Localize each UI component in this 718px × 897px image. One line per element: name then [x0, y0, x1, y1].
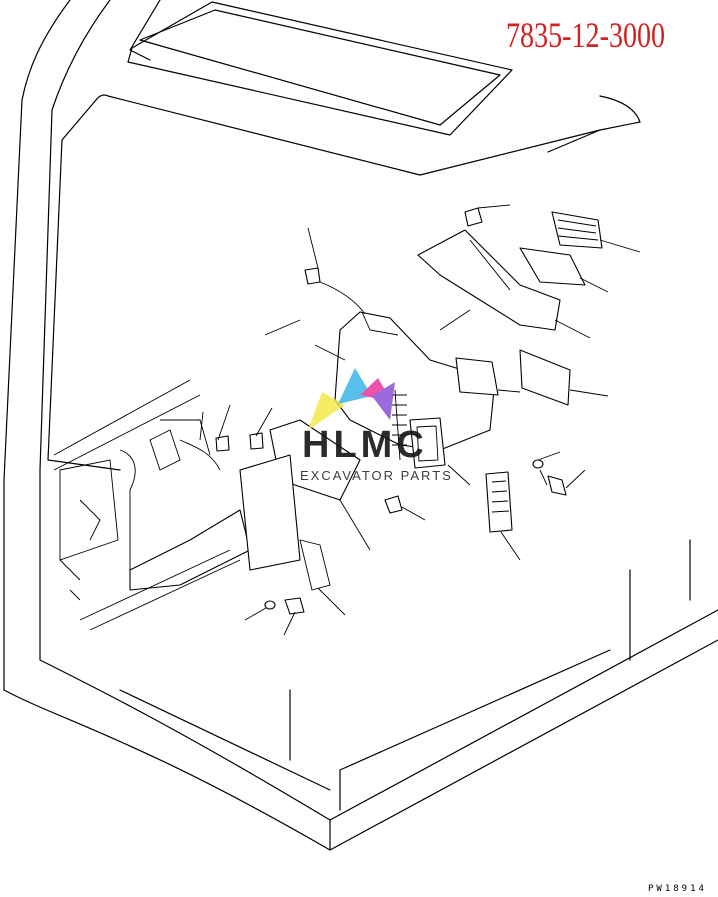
- watermark-shape: [308, 392, 345, 430]
- roof-window: [127, 1, 513, 136]
- watermark-shape: [372, 382, 395, 420]
- vent-louvers: [455, 211, 603, 533]
- fasteners: [215, 267, 567, 615]
- leader-lines: [199, 204, 641, 636]
- watermark-tagline: EXCAVATOR PARTS: [300, 468, 453, 483]
- watermark-logo: [308, 368, 395, 430]
- part-number: 7835-12-3000: [506, 15, 666, 55]
- watermark-brand: HLMC: [302, 424, 428, 466]
- console-assembly: [239, 311, 496, 591]
- cab-frame: [3, 0, 718, 851]
- drawing-code: PW18914: [648, 884, 707, 894]
- floor-structure: [53, 379, 251, 631]
- air-duct: [417, 207, 561, 331]
